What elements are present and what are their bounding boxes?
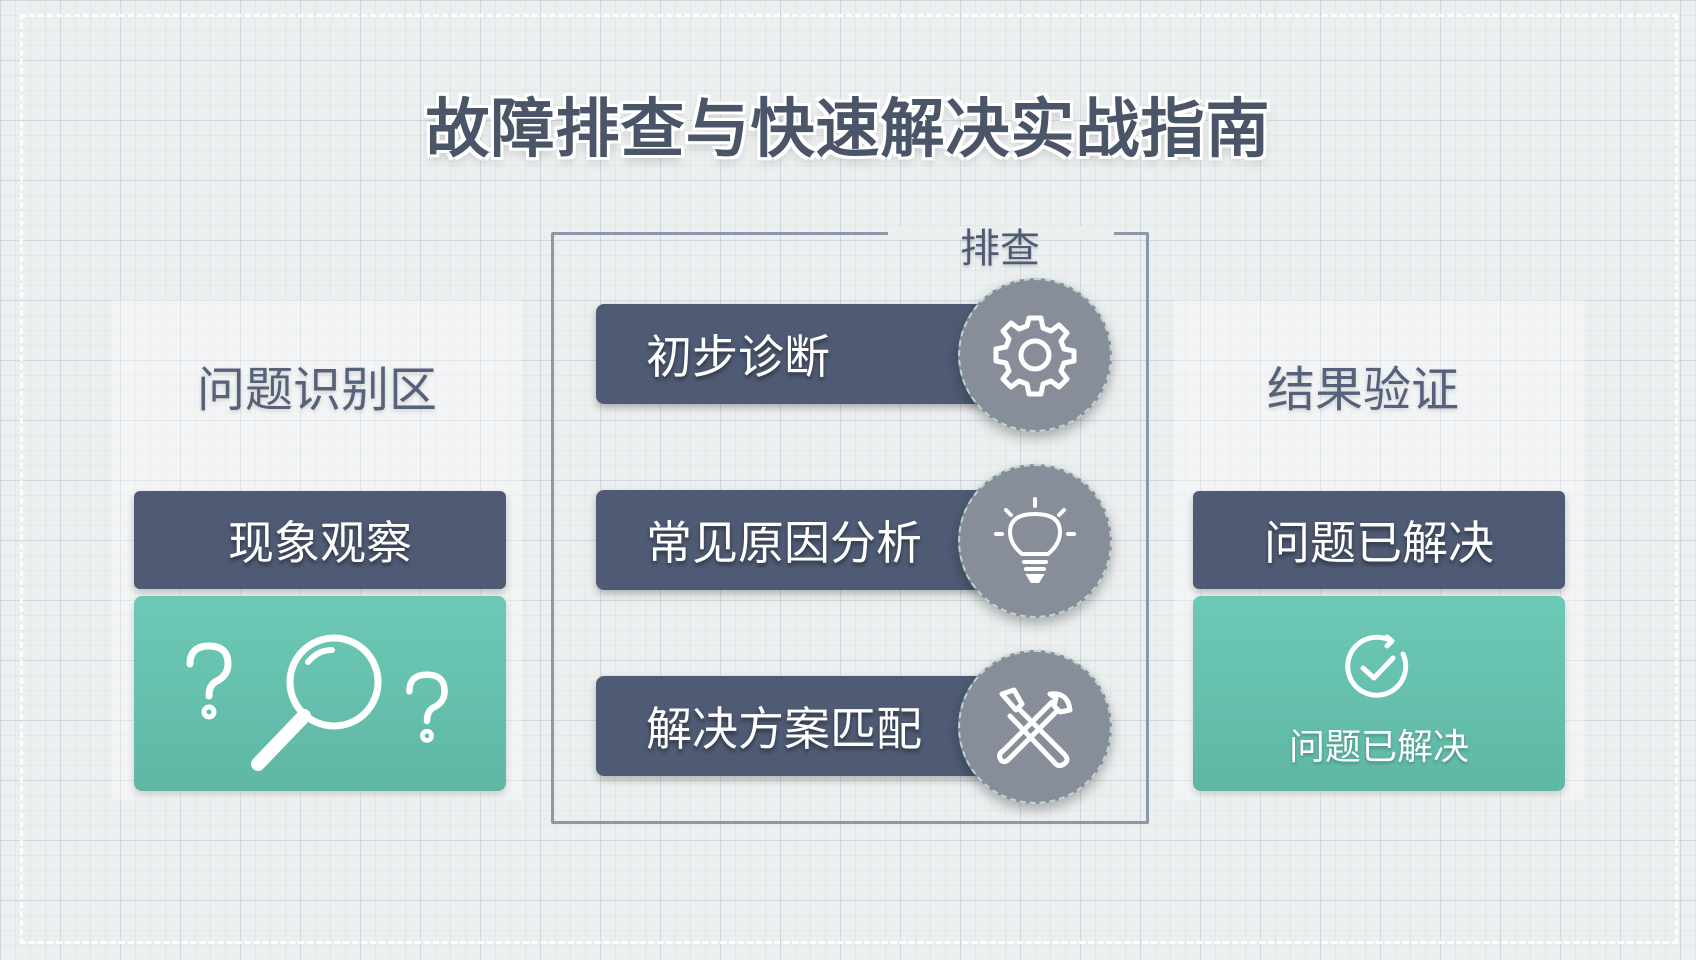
dashed-border [20,14,1678,944]
step-label: 常见原因分析 [646,516,922,570]
observe-illustration [134,596,506,791]
step-label: 解决方案匹配 [646,702,922,756]
resolved-bar-label: 问题已解决 [1264,516,1494,570]
resolved-bar: 问题已解决 [1193,491,1565,589]
lightbulb-icon-svg [994,497,1076,583]
observe-bar: 现象观察 [134,491,506,589]
left-heading: 问题识别区 [196,362,437,418]
tools-icon-svg [997,687,1073,769]
page-title: 故障排查与快速解决实战指南 [425,93,1271,167]
right-heading: 结果验证 [1266,362,1459,418]
gear-icon-svg [993,315,1077,397]
resolved-box: 问题已解决 [1193,596,1565,791]
step-initial-diagnosis: 初步诊断 [596,304,1006,404]
observe-label: 现象观察 [228,516,412,570]
center-frame [551,232,1149,824]
center-heading: 排查 [960,226,1040,272]
step-solution-matching: 解决方案匹配 [596,676,1006,776]
check-circle-icon [1343,632,1413,702]
magnifier-icon [234,632,394,782]
step-label: 初步诊断 [646,330,830,384]
gear-icon [958,278,1112,432]
question-mark-icon [182,640,236,724]
question-mark-icon [402,668,452,748]
resolved-text: 问题已解决 [1288,727,1469,768]
lightbulb-icon [958,464,1112,618]
tools-icon [958,650,1112,804]
step-common-cause-analysis: 常见原因分析 [596,490,1006,590]
